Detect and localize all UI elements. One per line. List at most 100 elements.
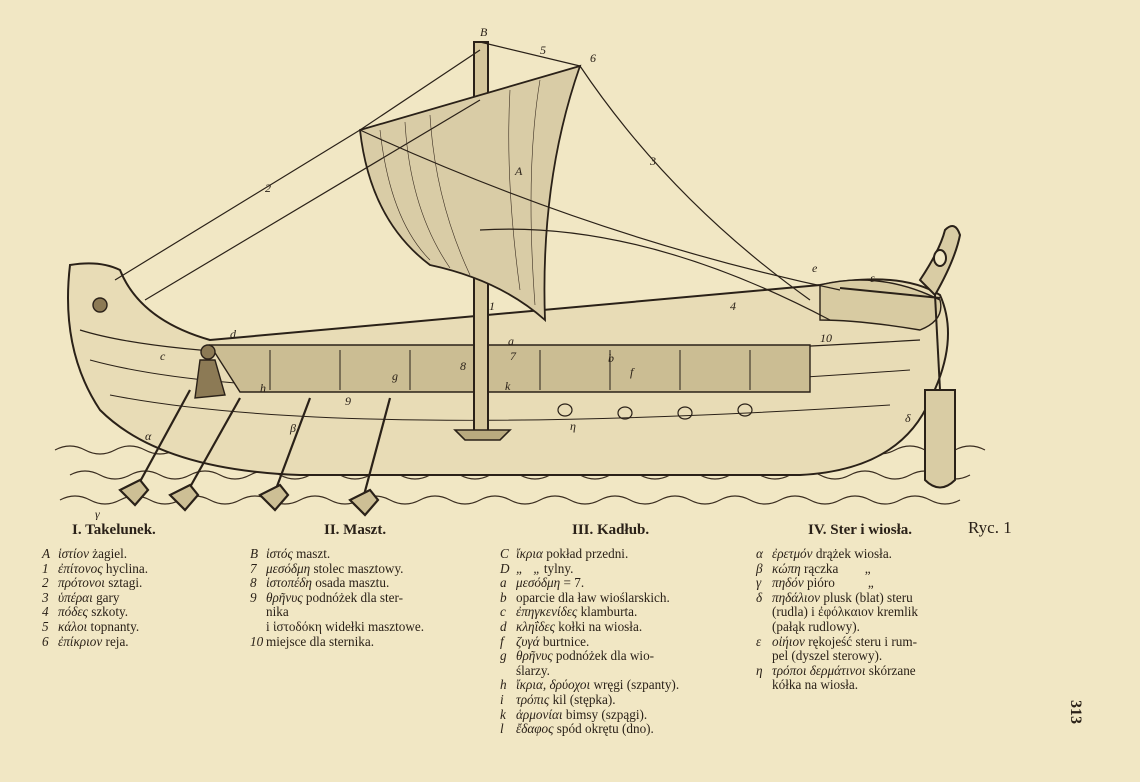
legend-description: podnóżek dla wio- <box>555 648 655 664</box>
legend-key: δ <box>756 589 763 605</box>
mark: b <box>608 351 614 365</box>
legend-key: 2 <box>42 575 49 591</box>
legend-description: podnóżek dla ster- <box>305 589 404 605</box>
legend-greek-term: κάλοι <box>58 618 88 634</box>
rigging <box>114 41 841 321</box>
legend-description: kołki na wiosła. <box>558 618 643 634</box>
legend-key: D <box>500 560 510 576</box>
drawing-marks: B 5 6 A 1 2 3 4 7 8 9 10 a b c d e f g h… <box>95 25 911 520</box>
legend-description: spód okrętu (dno). <box>556 721 654 737</box>
sail <box>359 64 582 323</box>
legend-description: pokład przedni. <box>546 546 629 561</box>
legend-description: żagiel. <box>92 546 128 561</box>
legend-description: rączka „ <box>803 560 871 576</box>
legend-greek-term: „ „ <box>516 560 541 576</box>
mark: 4 <box>730 299 736 313</box>
mark: e <box>812 261 818 275</box>
mark: 10 <box>820 331 832 345</box>
mark: f <box>630 365 635 379</box>
mark: k <box>505 379 511 393</box>
legend-description: klamburta. <box>580 604 638 620</box>
mark: δ <box>905 411 911 425</box>
legend-description: (rudla) i ἐφόλκαιον kremlik <box>772 604 919 620</box>
mark: 9 <box>345 394 351 408</box>
legend-description: osada masztu. <box>315 575 390 591</box>
legend-key: A <box>42 546 51 561</box>
legend-item: ślarzy. <box>500 662 750 679</box>
legend-greek-term: οἰήιον <box>772 633 805 649</box>
legend-greek-term: πόδες <box>58 604 88 620</box>
figure-label: Ryc. 1 <box>968 518 1012 537</box>
legend-greek-term: ἱστός <box>266 546 293 561</box>
legend-greek-term: ὑπέραι <box>58 589 93 605</box>
legend-item: i ἱστοδόκη widełki masztowe. <box>250 618 495 635</box>
mark: η <box>570 419 576 433</box>
legend-greek-term: πηδάλιον <box>772 589 821 605</box>
legend-key: f <box>500 633 504 649</box>
legend-greek-term: θρῆνυς <box>266 589 303 605</box>
legend-greek-term: τρόποι δερμάτινοι <box>772 662 866 678</box>
legend-greek-term: ζυγά <box>516 633 540 649</box>
legend-description: kil (stępka). <box>552 691 616 707</box>
legend-description: burtnice. <box>542 633 590 649</box>
legend-item: (pałąk rudlowy). <box>756 618 1006 635</box>
rudder <box>839 225 962 489</box>
legend-key: 6 <box>42 633 49 649</box>
legend-description: stolec masztowy. <box>313 560 404 576</box>
mark: h <box>260 381 266 395</box>
legend-key: 7 <box>250 560 257 576</box>
legend-greek-term: πρότονοι <box>58 575 105 591</box>
legend-description: ślarzy. <box>516 662 550 678</box>
legend-description: plusk (blat) steru <box>823 589 913 605</box>
mark: 2 <box>265 181 271 195</box>
mark: c <box>160 349 166 363</box>
legend-key: 5 <box>42 618 49 634</box>
mark: 6 <box>590 51 596 65</box>
legend-key: 10 <box>250 633 264 649</box>
legend-key: 9 <box>250 589 257 605</box>
legend-description: drążek wiosła. <box>815 546 892 561</box>
legend-description: = 7. <box>563 575 585 591</box>
legend-key: g <box>500 648 507 664</box>
legend-key: l <box>500 721 504 737</box>
legend-description: reja. <box>105 633 129 649</box>
legend-key: 3 <box>42 589 49 605</box>
legend-description: miejsce dla sternika. <box>266 633 375 649</box>
legend-greek-term: μεσόδμη <box>266 560 311 576</box>
legend-description: gary <box>96 589 120 605</box>
mark: B <box>480 25 488 39</box>
legend-description: maszt. <box>296 546 331 561</box>
section-heading-hull: III. Kadłub. <box>572 522 650 538</box>
mark: g <box>392 369 398 383</box>
section-heading-mast: II. Maszt. <box>324 522 387 538</box>
legend-description: sztagi. <box>108 575 143 591</box>
legend-item: 3 ὑπέραι gary <box>42 589 242 606</box>
legend-description: pióro „ <box>807 575 874 591</box>
rower-figures <box>92 297 226 399</box>
legend-description: i ἱστοδόκη widełki masztowe. <box>266 618 425 634</box>
legend-greek-term: ἴκρια <box>516 546 543 561</box>
legend-description: pel (dyszel sterowy). <box>772 648 883 664</box>
legend-key: c <box>500 604 506 620</box>
legend-item: 2 πρότονοι sztagi. <box>42 575 242 591</box>
legend-greek-term: ἔδαφος <box>516 721 554 737</box>
legend-item: pel (dyszel sterowy). <box>756 648 1006 664</box>
legend-description: (pałąk rudlowy). <box>772 618 860 634</box>
legend-item: δ πηδάλιον plusk (blat) steru <box>756 589 1006 606</box>
legend-item: (rudla) i ἐφόλκαιον kremlik <box>756 605 1006 620</box>
